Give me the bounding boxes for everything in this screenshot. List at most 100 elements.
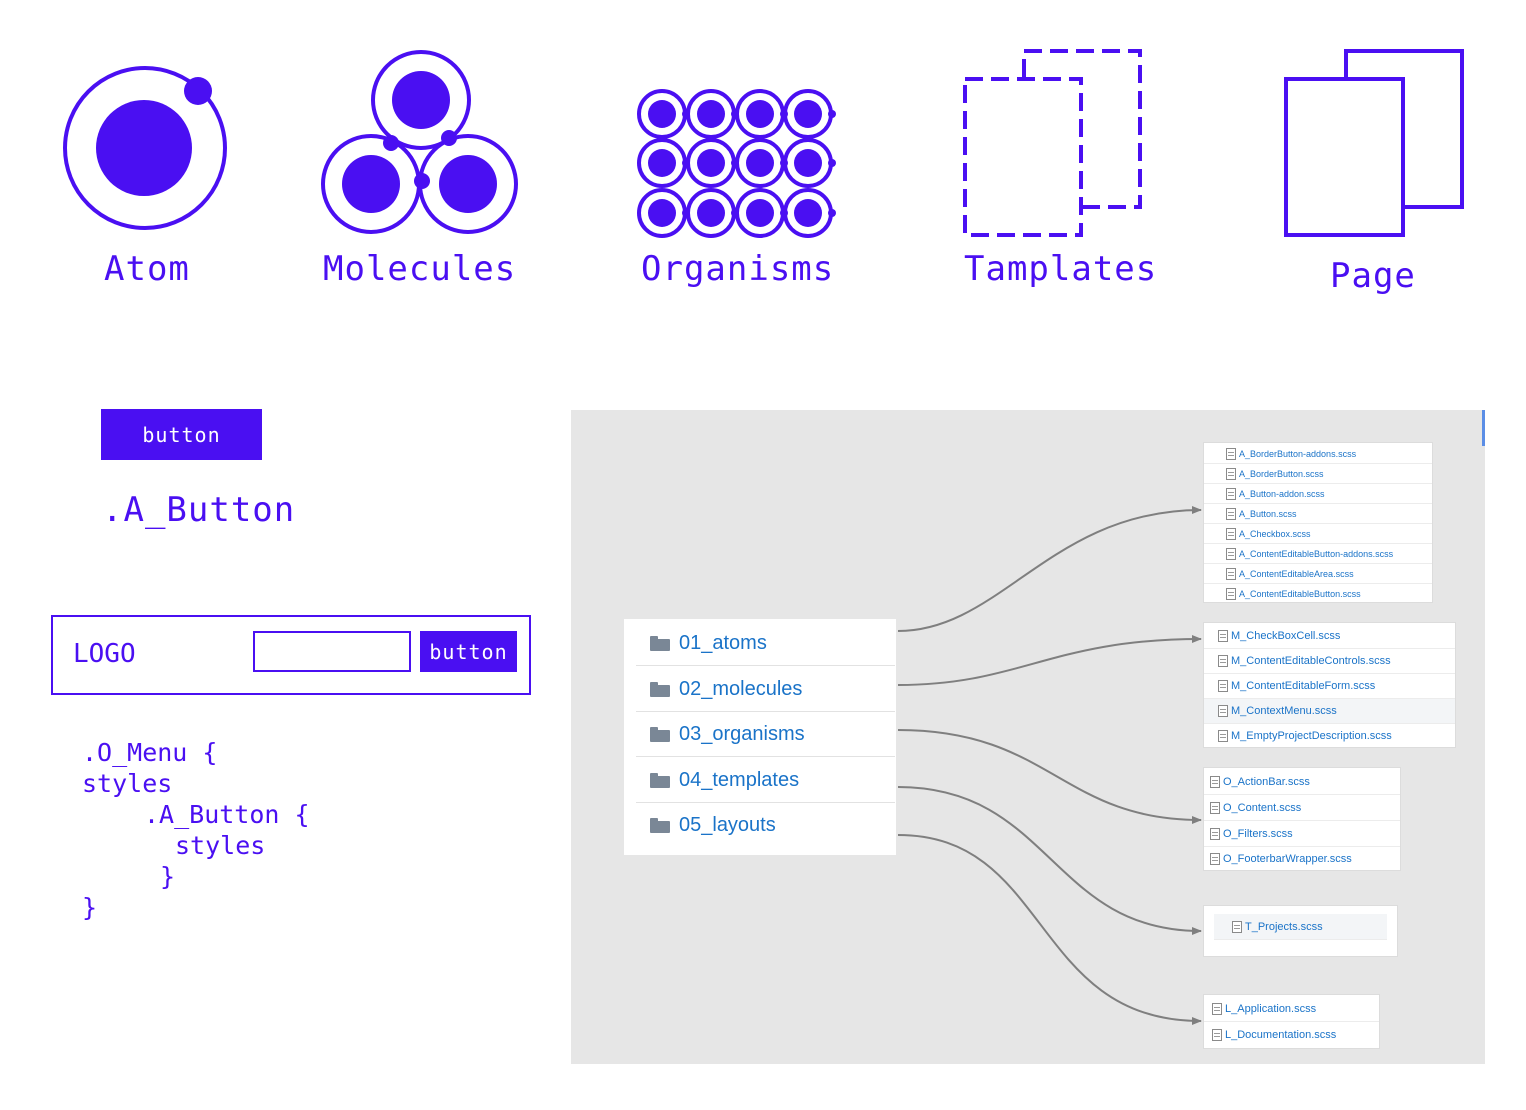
level-label-molecules: Molecules: [323, 249, 517, 289]
demo-atom-button[interactable]: button: [101, 409, 262, 460]
organisms-icon: [637, 89, 836, 238]
file-label: M_ContentEditableControls.scss: [1231, 655, 1391, 667]
file-item[interactable]: T_Projects.scss: [1214, 914, 1387, 940]
file-item[interactable]: A_ContentEditableButton-addons.scss: [1204, 544, 1432, 564]
file-icon: [1218, 630, 1228, 642]
file-item[interactable]: M_ContextMenu.scss: [1204, 699, 1455, 724]
templates-icon: [963, 49, 1142, 237]
file-item[interactable]: A_ContentEditableArea.scss: [1204, 564, 1432, 584]
file-label: M_EmptyProjectDescription.scss: [1231, 730, 1392, 742]
folder-item-layouts[interactable]: 05_layouts: [636, 803, 895, 848]
file-item[interactable]: M_CheckBoxCell.scss: [1204, 624, 1455, 649]
atom-icon: [63, 66, 227, 230]
connector-atoms: [897, 506, 1202, 632]
folder-structure-screenshot: 01_atoms 02_molecules 03_organisms 04_te…: [571, 410, 1485, 1064]
atom-class-name: .A_Button: [102, 490, 296, 530]
file-label: A_BorderButton-addons.scss: [1239, 448, 1357, 459]
folder-icon: [650, 635, 670, 651]
folder-item-atoms[interactable]: 01_atoms: [636, 621, 895, 666]
file-label: L_Documentation.scss: [1225, 1029, 1337, 1041]
file-item[interactable]: O_Content.scss: [1204, 795, 1400, 821]
folder-label: 01_atoms: [679, 631, 767, 654]
folder-label: 04_templates: [679, 768, 800, 791]
file-icon: [1226, 507, 1236, 520]
file-label: A_BorderButton.scss: [1239, 468, 1324, 479]
file-icon: [1226, 567, 1236, 580]
code-snippet: .O_Menu { styles .A_Button { styles } }: [82, 737, 310, 923]
code-line: }: [160, 862, 176, 891]
file-item[interactable]: M_EmptyProjectDescription.scss: [1204, 724, 1455, 748]
file-icon: [1218, 680, 1228, 692]
molecules-icon: [321, 50, 518, 234]
file-icon: [1226, 467, 1236, 480]
level-label-templates: Tamplates: [964, 249, 1158, 289]
level-label-organisms: Organisms: [641, 249, 835, 289]
file-item[interactable]: A_Button.scss: [1204, 504, 1432, 524]
menu-logo: LOGO: [73, 639, 136, 669]
layouts-file-list: L_Application.scss L_Documentation.scss: [1203, 994, 1380, 1049]
file-label: O_ActionBar.scss: [1223, 775, 1310, 788]
atoms-file-list: A_BorderButton-addons.scss A_BorderButto…: [1203, 442, 1433, 603]
file-label: O_Filters.scss: [1223, 827, 1293, 840]
menu-button[interactable]: button: [420, 631, 517, 672]
file-label: A_Checkbox.scss: [1239, 528, 1311, 539]
file-icon: [1226, 547, 1236, 560]
folder-label: 02_molecules: [679, 677, 803, 700]
file-label: O_Content.scss: [1223, 801, 1302, 814]
file-icon: [1210, 775, 1220, 788]
level-label-page: Page: [1330, 256, 1416, 296]
file-item[interactable]: M_ContentEditableControls.scss: [1204, 649, 1455, 674]
scrollbar[interactable]: [1482, 410, 1485, 446]
file-label: A_ContentEditableArea.scss: [1239, 568, 1354, 579]
organisms-file-list: O_ActionBar.scss O_Content.scss O_Filter…: [1203, 767, 1401, 871]
code-line: styles: [175, 831, 266, 860]
file-icon: [1210, 853, 1220, 865]
file-item[interactable]: A_BorderButton.scss: [1204, 464, 1432, 484]
page-icon: [1284, 49, 1464, 237]
file-item[interactable]: L_Documentation.scss: [1204, 1022, 1379, 1048]
file-item[interactable]: L_Application.scss: [1204, 996, 1379, 1022]
file-icon: [1226, 587, 1236, 600]
connector-molecules: [897, 635, 1202, 686]
folder-label: 05_layouts: [679, 814, 776, 836]
file-item[interactable]: O_Filters.scss: [1204, 821, 1400, 847]
code-line: .A_Button {: [144, 800, 310, 829]
menu-search-input[interactable]: [253, 631, 411, 672]
folder-label: 03_organisms: [679, 722, 805, 745]
file-label: O_FooterbarWrapper.scss: [1223, 853, 1352, 865]
code-line: styles: [82, 769, 173, 798]
file-label: M_ContentEditableForm.scss: [1231, 680, 1376, 692]
templates-file-list: T_Projects.scss: [1203, 905, 1398, 957]
folder-icon: [650, 818, 670, 833]
molecules-file-list: M_CheckBoxCell.scss M_ContentEditableCon…: [1203, 622, 1456, 748]
code-line: }: [82, 893, 98, 922]
file-item[interactable]: O_FooterbarWrapper.scss: [1204, 847, 1400, 871]
file-icon: [1226, 447, 1236, 460]
folder-item-templates[interactable]: 04_templates: [636, 758, 895, 803]
connector-arrows: [897, 506, 1202, 1025]
folder-item-molecules[interactable]: 02_molecules: [636, 667, 895, 712]
folder-item-organisms[interactable]: 03_organisms: [636, 712, 895, 757]
file-label: M_ContextMenu.scss: [1231, 705, 1337, 717]
file-item[interactable]: A_Checkbox.scss: [1204, 524, 1432, 544]
level-label-atom: Atom: [104, 249, 190, 289]
menu-organism-demo: LOGO button: [51, 615, 531, 695]
folder-icon: [650, 772, 670, 788]
file-icon: [1210, 827, 1220, 840]
folder-icon: [650, 726, 670, 742]
file-item[interactable]: O_ActionBar.scss: [1204, 769, 1400, 795]
folder-list: 01_atoms 02_molecules 03_organisms 04_te…: [624, 619, 896, 855]
connector-organisms: [897, 729, 1202, 824]
file-label: A_Button.scss: [1239, 508, 1297, 519]
file-item[interactable]: A_BorderButton-addons.scss: [1204, 444, 1432, 464]
file-item[interactable]: M_ContentEditableForm.scss: [1204, 674, 1455, 699]
file-label: L_Application.scss: [1225, 1002, 1317, 1015]
file-icon: [1226, 487, 1236, 500]
file-label: A_Button-addon.scss: [1239, 488, 1325, 499]
file-label: A_ContentEditableButton.scss: [1239, 588, 1361, 599]
file-item[interactable]: A_ContentEditableButton.scss: [1204, 584, 1432, 603]
file-icon: [1218, 655, 1228, 667]
file-label: T_Projects.scss: [1245, 920, 1323, 933]
file-icon: [1226, 527, 1236, 540]
file-item[interactable]: A_Button-addon.scss: [1204, 484, 1432, 504]
